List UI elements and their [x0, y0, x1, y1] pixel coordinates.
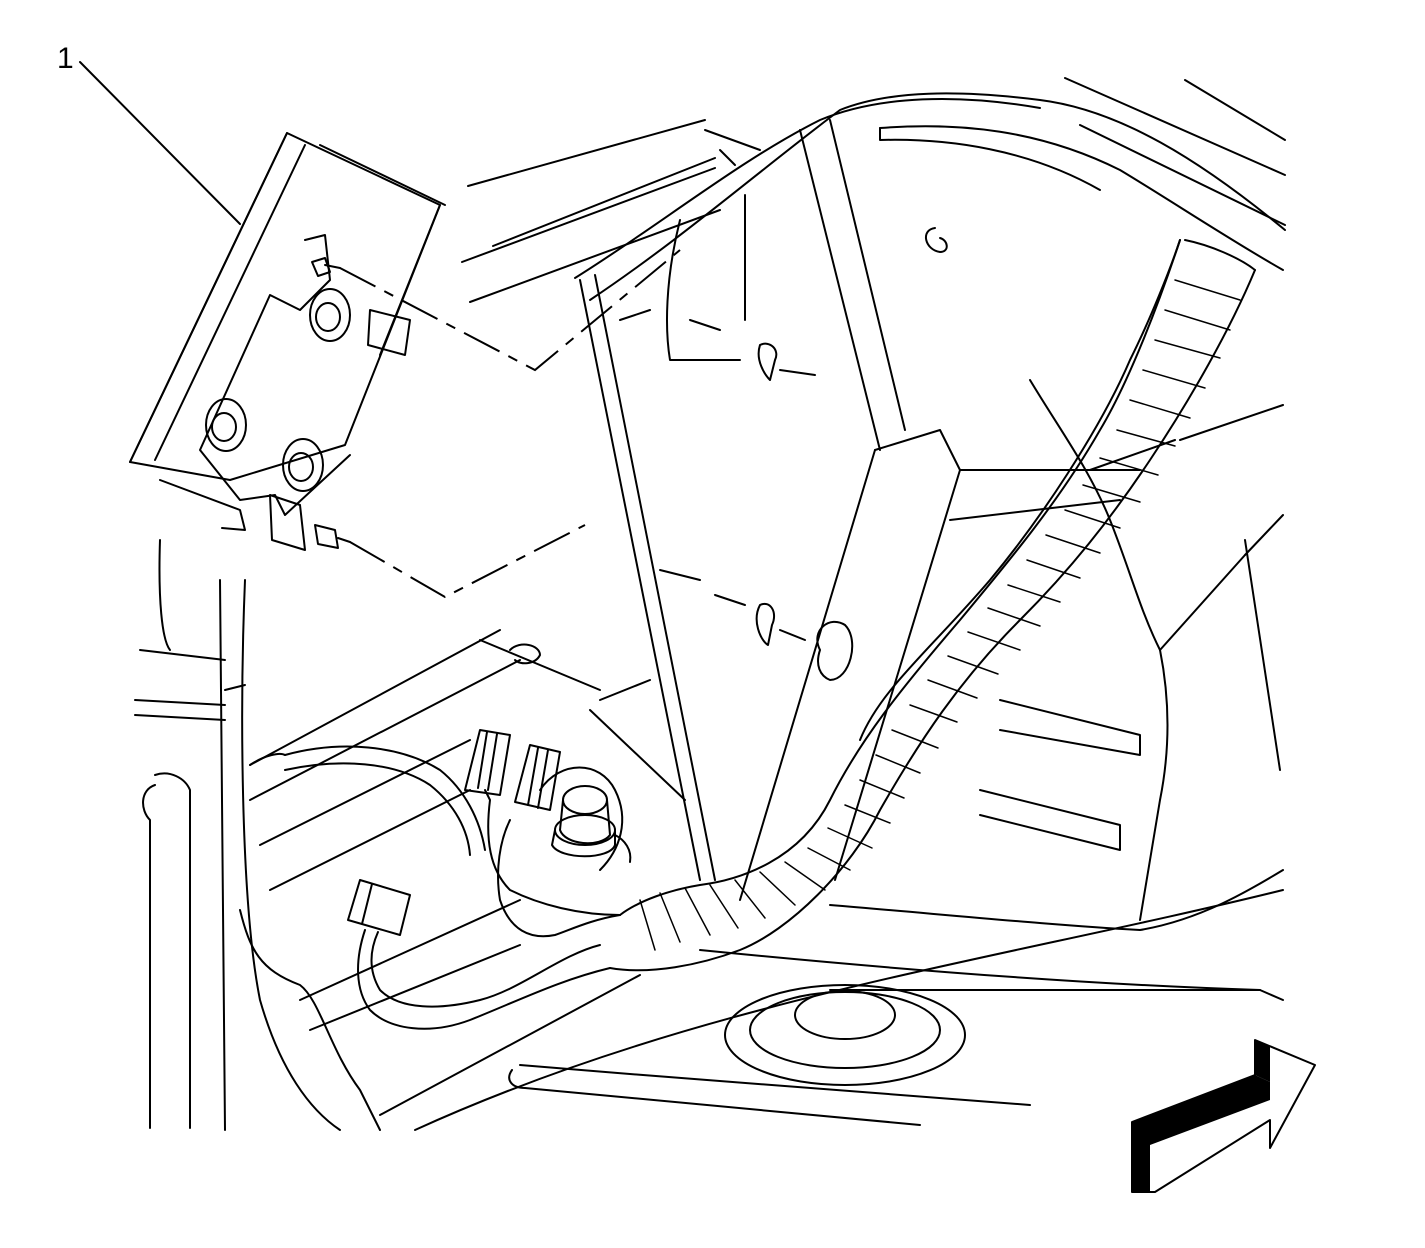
vehicle-body-structure: [134, 77, 1286, 1131]
connector-a: [464, 729, 511, 796]
module: [129, 132, 446, 551]
callout-number: 1: [57, 42, 74, 75]
leader-line: [79, 61, 241, 225]
wiring-harness: [249, 239, 1256, 1030]
connector-c: [347, 879, 411, 936]
alignment-lines: [339, 249, 681, 599]
bulkhead-grommet: [539, 766, 632, 871]
direction-arrow-icon: [1131, 1039, 1316, 1193]
upper-mounting-bolt: [311, 257, 341, 277]
callout-1: 1: [57, 42, 241, 225]
lower-mounting-bolt: [269, 494, 351, 551]
connector-b: [514, 744, 561, 811]
stud-left: [205, 398, 247, 452]
stud-upper-right: [309, 288, 351, 342]
stud-lower-right: [282, 438, 324, 492]
